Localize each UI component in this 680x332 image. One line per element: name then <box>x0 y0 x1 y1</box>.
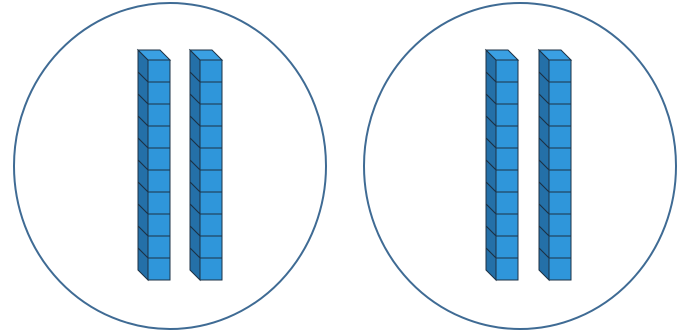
unit-cube <box>496 258 518 280</box>
ten-rod <box>190 50 222 280</box>
ten-rod <box>486 50 518 280</box>
group-outline-circle <box>364 3 676 329</box>
unit-cube <box>200 214 222 236</box>
unit-cube <box>200 258 222 280</box>
unit-cube <box>148 258 170 280</box>
unit-cube <box>549 126 571 148</box>
unit-cube <box>496 60 518 82</box>
unit-cube <box>549 192 571 214</box>
unit-cube <box>148 236 170 258</box>
unit-cube <box>148 82 170 104</box>
unit-cube <box>200 104 222 126</box>
unit-cube <box>148 170 170 192</box>
unit-cube <box>496 148 518 170</box>
unit-cube <box>200 148 222 170</box>
unit-cube <box>496 126 518 148</box>
unit-cube <box>496 82 518 104</box>
group-circle-right <box>364 3 676 329</box>
unit-cube <box>549 148 571 170</box>
unit-cube <box>200 82 222 104</box>
unit-cube <box>549 258 571 280</box>
unit-cube <box>496 104 518 126</box>
unit-cube <box>200 126 222 148</box>
unit-cube <box>549 60 571 82</box>
unit-cube <box>148 104 170 126</box>
unit-cube <box>200 60 222 82</box>
unit-cube <box>200 236 222 258</box>
unit-cube <box>200 192 222 214</box>
unit-cube <box>549 82 571 104</box>
ten-rod <box>138 50 170 280</box>
unit-cube <box>148 214 170 236</box>
group-circle-left <box>14 3 326 329</box>
unit-cube <box>549 170 571 192</box>
unit-cube <box>496 236 518 258</box>
unit-cube <box>549 214 571 236</box>
unit-cube <box>148 148 170 170</box>
unit-cube <box>148 126 170 148</box>
unit-cube <box>496 214 518 236</box>
unit-cube <box>549 104 571 126</box>
unit-cube <box>496 192 518 214</box>
unit-cube <box>148 60 170 82</box>
unit-cube <box>549 236 571 258</box>
unit-cube <box>148 192 170 214</box>
unit-cube <box>200 170 222 192</box>
ten-rod <box>539 50 571 280</box>
unit-cube <box>496 170 518 192</box>
